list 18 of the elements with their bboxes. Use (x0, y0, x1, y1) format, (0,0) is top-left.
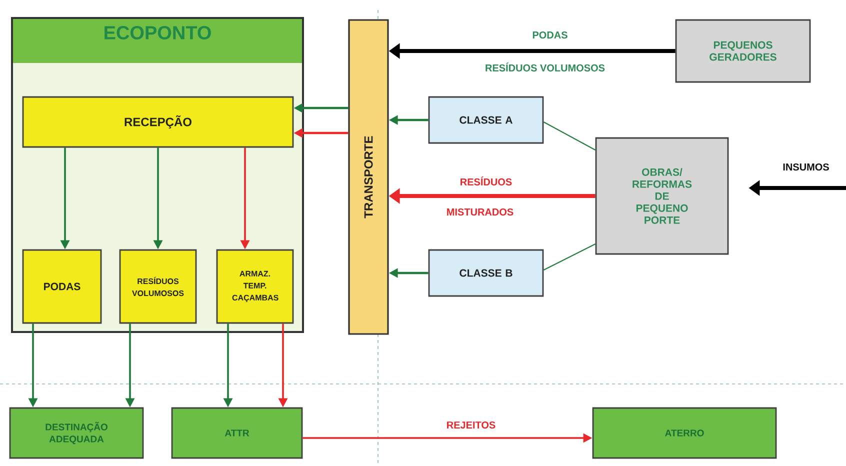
source-box: OBRAS/ REFORMAS DE PEQUENO PORTE (595, 137, 729, 255)
class-box: CLASSE B (428, 249, 544, 297)
process-box: RECEPÇÃO (22, 96, 294, 148)
source-box: PEQUENOS GERADORES (675, 19, 811, 83)
process-box: RESÍDUOS VOLUMOSOS (119, 249, 197, 324)
process-box: ARMAZ. TEMP. CAÇAMBAS (216, 249, 294, 324)
edge-label: RESÍDUOS (458, 176, 514, 186)
process-box: PODAS (22, 249, 102, 324)
edge-label: PODAS (531, 30, 569, 40)
class-box: CLASSE A (428, 96, 544, 144)
destination-box: ATTR (171, 407, 303, 459)
transport-bar: TRANSPORTE (348, 19, 389, 335)
edge-label: REJEITOS (445, 420, 497, 430)
edge-label: INSUMOS (782, 162, 830, 172)
flow-label: RESÍDUOS VOLUMOSOS (484, 62, 606, 72)
flow-label: MISTURADOS (445, 207, 515, 217)
destination-box: ATERRO (592, 407, 777, 459)
destination-box: DESTINAÇÃO ADEQUADA (9, 407, 144, 459)
